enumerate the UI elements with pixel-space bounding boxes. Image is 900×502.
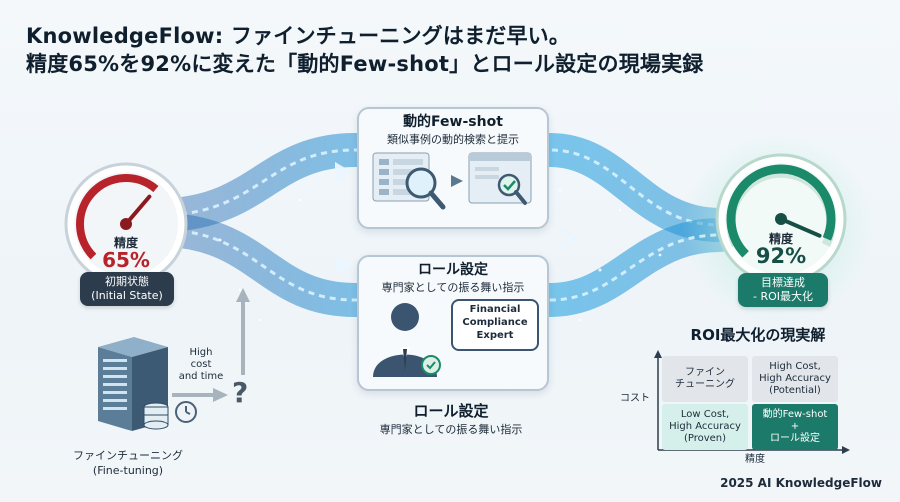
page-title: KnowledgeFlow: ファインチューニングはまだ早い。 精度65%を92… [26, 22, 876, 78]
card-dynamic-fewshot: 動的Few-shot 類似事例の動的検索と提示 [357, 107, 549, 229]
database-icon [143, 402, 169, 430]
roi-cell-tl-2: チューニング [675, 379, 735, 390]
gauge-target-value: 92% [755, 244, 807, 268]
gauge-initial-value: 65% [102, 248, 150, 272]
gauge-initial: 精度 65% [62, 160, 190, 288]
roi-cell-solution: 動的Few-shot+ロール設定 [752, 404, 838, 450]
roi-cell-br-1: 動的Few-shot [762, 409, 828, 420]
next-arrow-icon [451, 175, 463, 187]
title-line-2: 精度65%を92%に変えた「動的Few-shot」とロール設定の現場実録 [26, 52, 704, 76]
gauge-initial-label: 精度 [113, 236, 138, 250]
roi-y-axis-label: コスト [620, 393, 650, 404]
expert-speech-bubble: Financial Compliance Expert [451, 299, 539, 351]
role-illustration [373, 303, 441, 377]
finetuning-label-line1: ファインチューニング [73, 449, 183, 462]
bubble-line-2: Compliance [462, 317, 528, 328]
target-achieved-line1: 目標達成 [761, 276, 805, 289]
roi-cell-br-2: + [790, 421, 800, 432]
result-window-icon [468, 152, 532, 205]
roi-cell-bl-1: Low Cost, [680, 409, 730, 420]
roi-cell-high-cost: High Cost,High Accuracy(Potential) [752, 356, 838, 402]
finetuning-cost-note: High cost and time [176, 347, 226, 383]
card-role-subtitle: 専門家としての振る舞い指示 [381, 281, 525, 294]
clock-icon [175, 401, 197, 423]
bubble-line-3: Expert [476, 330, 514, 341]
sparkles [218, 188, 662, 322]
roi-cell-low-cost: Low Cost,High Accuracy(Proven) [662, 404, 748, 450]
server-icon [98, 337, 169, 431]
target-achieved-line2: - ROI最大化 [752, 290, 813, 303]
roi-cell-tr-1: High Cost, [769, 361, 821, 372]
fewshot-illustration [372, 152, 532, 210]
roi-x-axis-label: 精度 [745, 454, 765, 465]
role-caption-subtitle: 専門家としての振る舞い指示 [379, 423, 523, 436]
footer-credit: 2025 AI KnowledgeFlow [720, 476, 882, 490]
gauge-target: 精度 92% [712, 150, 850, 288]
target-achieved-badge: 目標達成 - ROI最大化 [738, 273, 828, 307]
gauge-target-dial [715, 153, 847, 285]
card-role-setting: ロール設定 専門家としての振る舞い指示 Financial Compliance… [357, 255, 549, 391]
roi-cell-bl-2: High Accuracy [669, 421, 741, 432]
roi-axes [654, 350, 850, 454]
title-line-1: KnowledgeFlow: ファインチューニングはまだ早い。 [26, 24, 571, 48]
initial-state-line2: (Initial State) [91, 289, 163, 302]
finetuning-label-line2: (Fine-tuning) [92, 464, 164, 477]
initial-state-line1: 初期状態 [105, 275, 149, 288]
cost-note-line2: cost [190, 359, 212, 370]
gauge-target-label: 精度 [768, 232, 793, 246]
question-mark-icon: ? [232, 376, 249, 409]
flow-ribbon-upper-core [169, 148, 721, 227]
arrow-icon-lower [335, 255, 352, 275]
roi-cell-br-3: ロール設定 [769, 433, 820, 444]
card-role-title: ロール設定 [418, 262, 488, 278]
arrow-icon-upper [335, 162, 352, 182]
cost-note-line3: and time [178, 371, 224, 382]
gauge-initial-dial [64, 162, 188, 286]
roi-cell-tr-2: High Accuracy [759, 373, 831, 384]
card-fewshot-subtitle: 類似事例の動的検索と提示 [387, 133, 519, 146]
magnifier-icon [405, 167, 446, 210]
merge-arrow-icon [559, 226, 578, 250]
role-caption-title: ロール設定 [413, 402, 489, 420]
card-fewshot-title: 動的Few-shot [403, 114, 503, 130]
bubble-line-1: Financial [469, 304, 521, 315]
roi-title: ROI最大化の現実解 [690, 326, 826, 344]
flow-ribbon-lower-core [169, 228, 721, 302]
initial-state-badge: 初期状態 (Initial State) [80, 272, 174, 306]
badge-rosette-icon [421, 355, 441, 375]
finetuning-label: ファインチューニング (Fine-tuning) [48, 448, 208, 478]
roi-cell-tl-1: ファイン [685, 367, 725, 378]
expert-person-icon [373, 303, 437, 377]
roi-cell-bl-3: (Proven) [683, 433, 727, 444]
cost-note-line1: High [189, 347, 213, 358]
roi-cell-finetuning: ファインチューニング [662, 356, 748, 402]
roi-cell-tr-3: (Potential) [769, 385, 821, 396]
